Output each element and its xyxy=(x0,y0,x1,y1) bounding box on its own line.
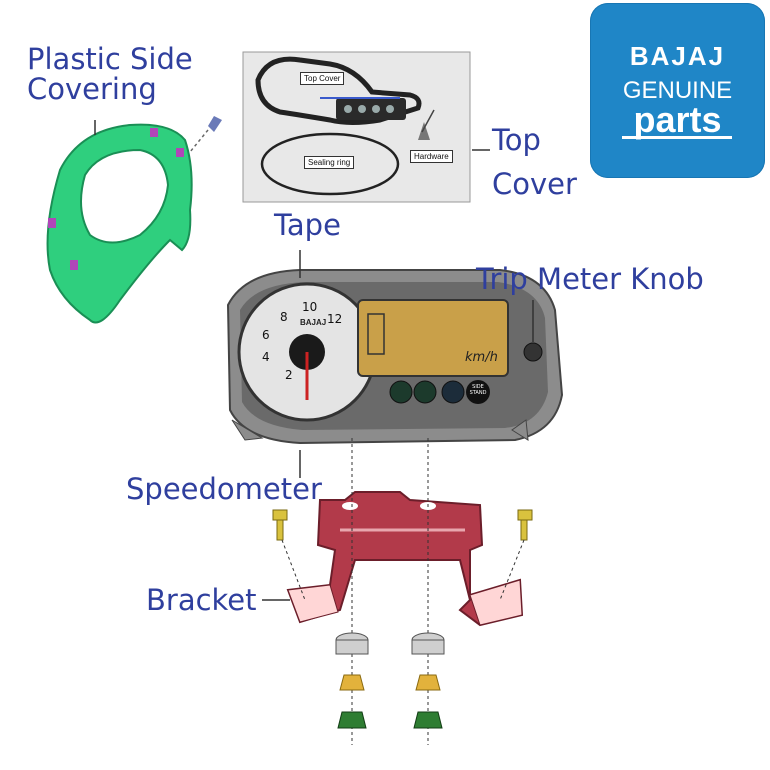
bracket-bolts xyxy=(272,509,533,601)
gauge-tick-4: 4 xyxy=(262,350,270,364)
gauge-tick-8: 8 xyxy=(280,310,288,324)
leader-lines xyxy=(94,120,534,601)
gauge-unit: km/h xyxy=(465,350,498,365)
bajaj-genuine-parts-logo: BAJAJ GENUINE parts xyxy=(590,3,765,178)
label-trip-meter-knob: Trip Meter Knob xyxy=(476,262,704,296)
label-top-cover: Top Cover xyxy=(492,123,577,201)
label-speedometer: Speedometer xyxy=(126,472,322,506)
plastic-side-covering-part xyxy=(46,116,222,324)
bracket-part xyxy=(286,491,524,627)
gauge-tick-10: 10 xyxy=(302,300,318,314)
speedometer-part xyxy=(226,269,564,445)
photo-label-sealing-ring: Sealing ring xyxy=(304,156,355,169)
gauge-tick-2: 2 xyxy=(285,368,293,382)
photo-label-top-cover: Top Cover xyxy=(300,72,345,85)
gauge-brand: BAJAJ xyxy=(300,318,327,327)
label-plastic-side-covering: Plastic Side Covering xyxy=(27,42,193,107)
gauge-tick-12: 12 xyxy=(327,312,343,326)
photo-label-hardware: Hardware xyxy=(410,150,453,163)
gauge-tick-6: 6 xyxy=(262,328,270,342)
top-cover-photo xyxy=(242,51,471,203)
label-bracket: Bracket xyxy=(146,583,257,617)
logo-underline xyxy=(622,136,732,139)
label-tape: Tape xyxy=(274,208,341,242)
side-stand-indicator: SIDE STAND xyxy=(469,384,487,396)
mounting-stack xyxy=(335,438,445,745)
